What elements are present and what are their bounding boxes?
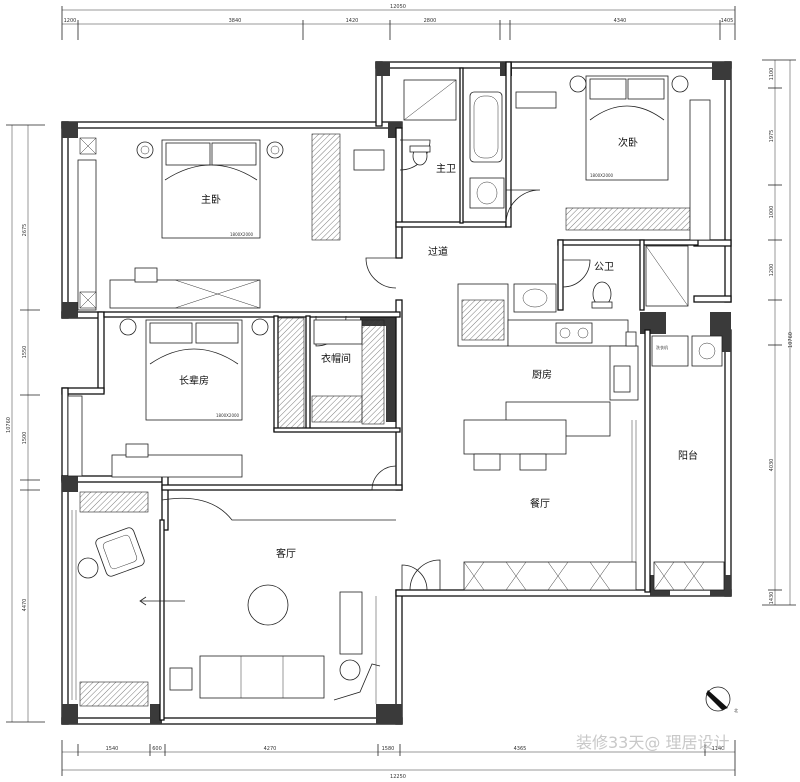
room-label-second-bedroom: 次卧 bbox=[618, 136, 638, 149]
room-label-living: 客厅 bbox=[276, 547, 296, 560]
master-bed-size: 1800X2000 bbox=[230, 232, 254, 237]
balcony: 洗衣机 阳台 bbox=[651, 335, 725, 591]
room-label-corridor: 过道 bbox=[428, 245, 448, 258]
room-label-master-bath: 主卫 bbox=[436, 163, 456, 175]
right-dim-2: 1975 bbox=[769, 130, 775, 143]
top-dim-3: 1420 bbox=[346, 18, 359, 24]
left-total-dim: 10760 bbox=[6, 417, 12, 433]
second-bedroom: 1800X2000 次卧 bbox=[515, 75, 711, 241]
second-bed-size: 1800X2000 bbox=[590, 173, 614, 178]
room-label-public-bath: 公卫 bbox=[594, 262, 614, 273]
dining: 餐厅 bbox=[463, 401, 637, 591]
structural-pillars bbox=[62, 62, 731, 724]
master-bath: 主卫 bbox=[403, 79, 505, 209]
bottom-dim-2: 600 bbox=[152, 746, 162, 752]
master-bedroom: 1800X2000 主卧 bbox=[77, 133, 385, 311]
left-dim-3: 1500 bbox=[22, 432, 28, 445]
top-dim-1: 1200 bbox=[64, 18, 77, 24]
elder-bed-size: 1800X2000 bbox=[216, 413, 240, 418]
lounge-chair bbox=[95, 527, 145, 577]
bottom-dimension-line: 1540 600 4270 1580 4365 1140 12250 bbox=[61, 740, 736, 780]
right-dim-6: 1430 bbox=[769, 592, 775, 605]
bottom-dim-1: 1540 bbox=[106, 746, 119, 752]
top-total-dim: 12050 bbox=[390, 4, 406, 10]
walk-in-closet: 衣帽间 bbox=[311, 319, 385, 425]
bottom-dim-4: 1580 bbox=[382, 746, 395, 752]
bottom-dim-6: 1140 bbox=[712, 746, 725, 752]
room-label-master-bedroom: 主卧 bbox=[201, 193, 221, 206]
interior-walls bbox=[103, 61, 699, 721]
bottom-dim-3: 4270 bbox=[264, 746, 277, 752]
top-dim-5: 4340 bbox=[614, 18, 627, 24]
room-label-kitchen: 厨房 bbox=[532, 368, 552, 381]
left-dim-2: 1550 bbox=[22, 346, 28, 359]
bottom-total-dim: 12250 bbox=[390, 774, 406, 780]
dining-table bbox=[463, 419, 567, 455]
doors bbox=[315, 139, 591, 591]
top-dim-6: 1405 bbox=[721, 18, 734, 24]
living-room: 客厅 bbox=[71, 491, 396, 707]
top-dimension-line: 12050 1200 3840 1420 2800 4340 1405 bbox=[61, 4, 736, 40]
right-dimension-line: 1100 1975 1000 1200 4030 1430 10760 bbox=[762, 59, 796, 606]
north-arrow: 北 bbox=[705, 686, 738, 713]
washing-machine-label: 洗衣机 bbox=[656, 344, 668, 350]
elder-room: 1800X2000 长辈房 bbox=[67, 317, 305, 478]
watermark: 装修33天@ 理居设计 bbox=[576, 733, 729, 752]
room-label-dining: 餐厅 bbox=[530, 497, 550, 510]
right-dim-1: 1100 bbox=[769, 68, 775, 81]
room-label-walk-in-closet: 衣帽间 bbox=[321, 352, 351, 365]
coffee-table bbox=[247, 584, 289, 626]
room-label-elder-room: 长辈房 bbox=[179, 374, 209, 387]
right-dim-5: 4030 bbox=[769, 459, 775, 472]
right-total-dim: 10760 bbox=[788, 332, 794, 348]
right-dim-4: 1200 bbox=[769, 264, 775, 277]
left-dim-4: 4470 bbox=[22, 599, 28, 612]
top-dim-2: 3840 bbox=[229, 18, 242, 24]
top-dim-4: 2800 bbox=[424, 18, 437, 24]
room-label-balcony: 阳台 bbox=[678, 449, 698, 462]
left-dimension-line: 2675 1550 1500 4470 10760 bbox=[6, 124, 45, 723]
left-dim-1: 2675 bbox=[22, 224, 28, 237]
bottom-dim-5: 4365 bbox=[514, 746, 527, 752]
sofa bbox=[199, 655, 325, 699]
north-label: 北 bbox=[734, 707, 738, 713]
right-dim-3: 1000 bbox=[769, 206, 775, 219]
public-bath: 公卫 bbox=[513, 245, 689, 313]
kitchen: 厨房 bbox=[457, 283, 639, 401]
